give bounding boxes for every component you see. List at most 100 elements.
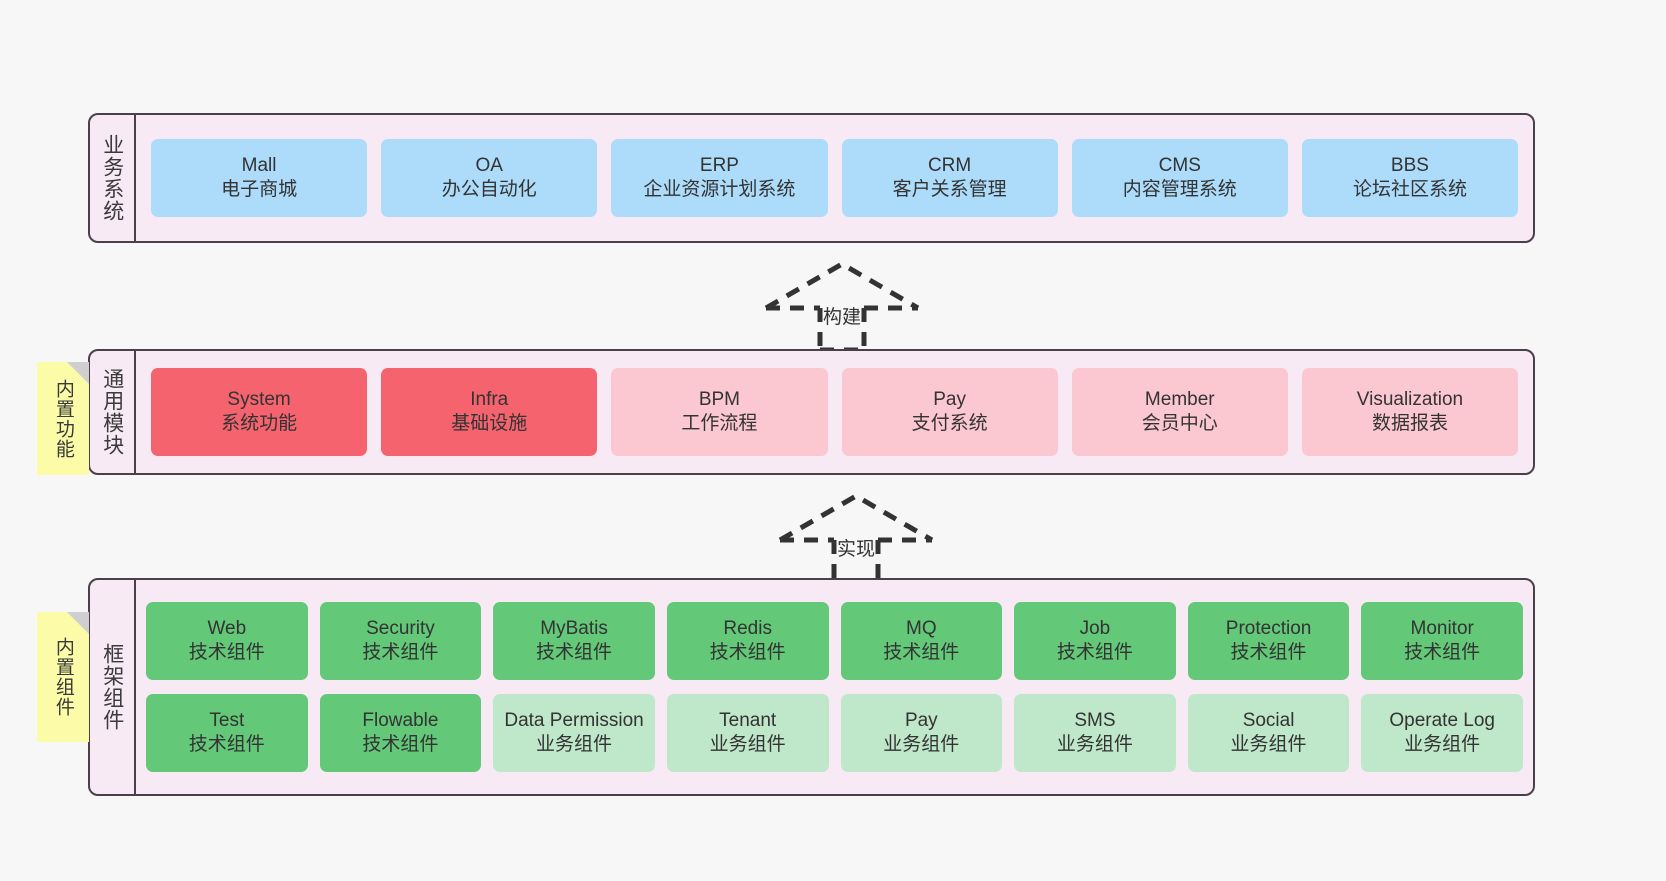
card-member-subtitle: 会员中心 (1141, 413, 1218, 434)
card-mall-subtitle: 电子商城 (221, 179, 298, 200)
layer-title-business-system: 业务系统 (90, 115, 136, 241)
card-redis[interactable]: Redis 技术组件 (666, 602, 829, 680)
card-bbs[interactable]: BBS 论坛社区系统 (1301, 139, 1519, 217)
card-job[interactable]: Job 技术组件 (1014, 602, 1176, 680)
card-erp-subtitle: 企业资源计划系统 (643, 179, 796, 200)
card-social-title: Social (1242, 709, 1295, 731)
framework-row-business: Test 技术组件 Flowable 技术组件 Data Permission … (146, 694, 1523, 772)
card-mq[interactable]: MQ 技术组件 (840, 602, 1003, 680)
card-web-subtitle: 技术组件 (188, 642, 265, 663)
card-protection[interactable]: Protection 技术组件 (1187, 602, 1350, 680)
sticky-note-builtin-features-label: 内置功能 (52, 378, 74, 459)
arrow-implement-label: 实现 (836, 539, 876, 560)
card-monitor-title: Monitor (1410, 617, 1474, 639)
card-flowable[interactable]: Flowable 技术组件 (319, 694, 482, 772)
card-mq-subtitle: 技术组件 (883, 642, 960, 663)
card-data-permission-title: Data Permission (504, 709, 644, 731)
arrow-build-label: 构建 (822, 307, 862, 328)
card-mall-title: Mall (241, 154, 277, 176)
card-cms[interactable]: CMS 内容管理系统 (1071, 139, 1288, 217)
card-system[interactable]: System 系统功能 (151, 368, 368, 456)
card-pay-component-title: Pay (904, 709, 938, 731)
card-operate-log-title: Operate Log (1389, 709, 1495, 731)
arrow-build: 构建 (762, 258, 922, 352)
card-bbs-subtitle: 论坛社区系统 (1352, 179, 1467, 200)
card-test[interactable]: Test 技术组件 (146, 694, 308, 772)
sticky-fold-corner-icon-2 (67, 612, 89, 634)
card-bpm-title: BPM (698, 388, 741, 410)
card-cms-subtitle: 内容管理系统 (1122, 179, 1237, 200)
card-erp-title: ERP (699, 154, 739, 176)
card-protection-title: Protection (1225, 617, 1312, 639)
card-test-subtitle: 技术组件 (188, 734, 265, 755)
card-member[interactable]: Member 会员中心 (1071, 368, 1288, 456)
card-social-subtitle: 业务组件 (1230, 734, 1307, 755)
arrow-implement: 实现 (776, 490, 936, 584)
card-erp[interactable]: ERP 企业资源计划系统 (611, 139, 828, 217)
card-system-subtitle: 系统功能 (221, 413, 298, 434)
card-pay-component[interactable]: Pay 业务组件 (840, 694, 1003, 772)
card-pay-module[interactable]: Pay 支付系统 (841, 368, 1058, 456)
card-bpm[interactable]: BPM 工作流程 (611, 368, 828, 456)
card-visualization-subtitle: 数据报表 (1371, 413, 1448, 434)
layer-framework-components: 框架组件 Web 技术组件 Security 技术组件 MyBatis 技术组件… (88, 578, 1535, 796)
sticky-note-builtin-components-label: 内置组件 (52, 637, 74, 717)
card-monitor[interactable]: Monitor 技术组件 (1361, 602, 1523, 680)
card-redis-title: Redis (723, 617, 772, 639)
card-operate-log[interactable]: Operate Log 业务组件 (1361, 694, 1523, 772)
card-infra[interactable]: Infra 基础设施 (381, 368, 598, 456)
card-sms-title: SMS (1074, 709, 1116, 731)
card-tenant-subtitle: 业务组件 (709, 734, 786, 755)
card-mybatis[interactable]: MyBatis 技术组件 (493, 602, 655, 680)
card-member-title: Member (1144, 388, 1215, 410)
layer-title-framework-components: 框架组件 (90, 580, 136, 794)
card-monitor-subtitle: 技术组件 (1404, 642, 1481, 663)
card-oa-subtitle: 办公自动化 (441, 179, 537, 200)
layer-body-business-system: Mall 电子商城 OA 办公自动化 ERP 企业资源计划系统 CRM 客户关系… (136, 115, 1533, 241)
card-visualization[interactable]: Visualization 数据报表 (1301, 368, 1519, 456)
framework-row-tech: Web 技术组件 Security 技术组件 MyBatis 技术组件 Redi… (146, 602, 1523, 680)
layer-body-framework-components: Web 技术组件 Security 技术组件 MyBatis 技术组件 Redi… (136, 580, 1533, 794)
sticky-note-builtin-features: 内置功能 (37, 362, 89, 475)
card-flowable-title: Flowable (362, 709, 439, 731)
card-crm-subtitle: 客户关系管理 (892, 179, 1007, 200)
card-oa[interactable]: OA 办公自动化 (381, 139, 598, 217)
card-mybatis-title: MyBatis (540, 617, 608, 639)
card-crm-title: CRM (927, 154, 972, 176)
card-pay-module-title: Pay (933, 388, 966, 410)
card-data-permission[interactable]: Data Permission 业务组件 (493, 694, 655, 772)
card-redis-subtitle: 技术组件 (709, 642, 786, 663)
card-pay-component-subtitle: 业务组件 (883, 734, 960, 755)
card-cms-title: CMS (1158, 154, 1201, 176)
card-system-title: System (227, 388, 291, 410)
card-web[interactable]: Web 技术组件 (146, 602, 308, 680)
card-flowable-subtitle: 技术组件 (362, 734, 439, 755)
layer-common-modules: 通用模块 System 系统功能 Infra 基础设施 BPM 工作流程 Pay… (88, 349, 1535, 475)
layer-business-system: 业务系统 Mall 电子商城 OA 办公自动化 ERP 企业资源计划系统 CRM… (88, 113, 1535, 243)
card-mq-title: MQ (906, 617, 937, 639)
card-pay-module-subtitle: 支付系统 (911, 413, 988, 434)
layer-title-common-modules: 通用模块 (90, 351, 136, 473)
card-job-subtitle: 技术组件 (1056, 642, 1133, 663)
card-mall[interactable]: Mall 电子商城 (151, 139, 368, 217)
card-visualization-title: Visualization (1356, 388, 1464, 410)
card-social[interactable]: Social 业务组件 (1187, 694, 1350, 772)
card-security-subtitle: 技术组件 (362, 642, 439, 663)
card-mybatis-subtitle: 技术组件 (536, 642, 613, 663)
card-tenant[interactable]: Tenant 业务组件 (666, 694, 829, 772)
card-sms[interactable]: SMS 业务组件 (1014, 694, 1176, 772)
card-test-title: Test (209, 709, 245, 731)
card-bpm-subtitle: 工作流程 (681, 413, 758, 434)
card-security-title: Security (366, 617, 435, 639)
card-operate-log-subtitle: 业务组件 (1404, 734, 1481, 755)
card-infra-title: Infra (470, 388, 509, 410)
sticky-fold-corner-icon (67, 362, 89, 384)
card-infra-subtitle: 基础设施 (451, 413, 528, 434)
layer-body-common-modules: System 系统功能 Infra 基础设施 BPM 工作流程 Pay 支付系统… (136, 351, 1533, 473)
card-security[interactable]: Security 技术组件 (319, 602, 482, 680)
business-card-row: Mall 电子商城 OA 办公自动化 ERP 企业资源计划系统 CRM 客户关系… (146, 139, 1523, 217)
card-crm[interactable]: CRM 客户关系管理 (841, 139, 1058, 217)
card-data-permission-subtitle: 业务组件 (536, 734, 613, 755)
card-web-title: Web (207, 617, 247, 639)
card-sms-subtitle: 业务组件 (1056, 734, 1133, 755)
